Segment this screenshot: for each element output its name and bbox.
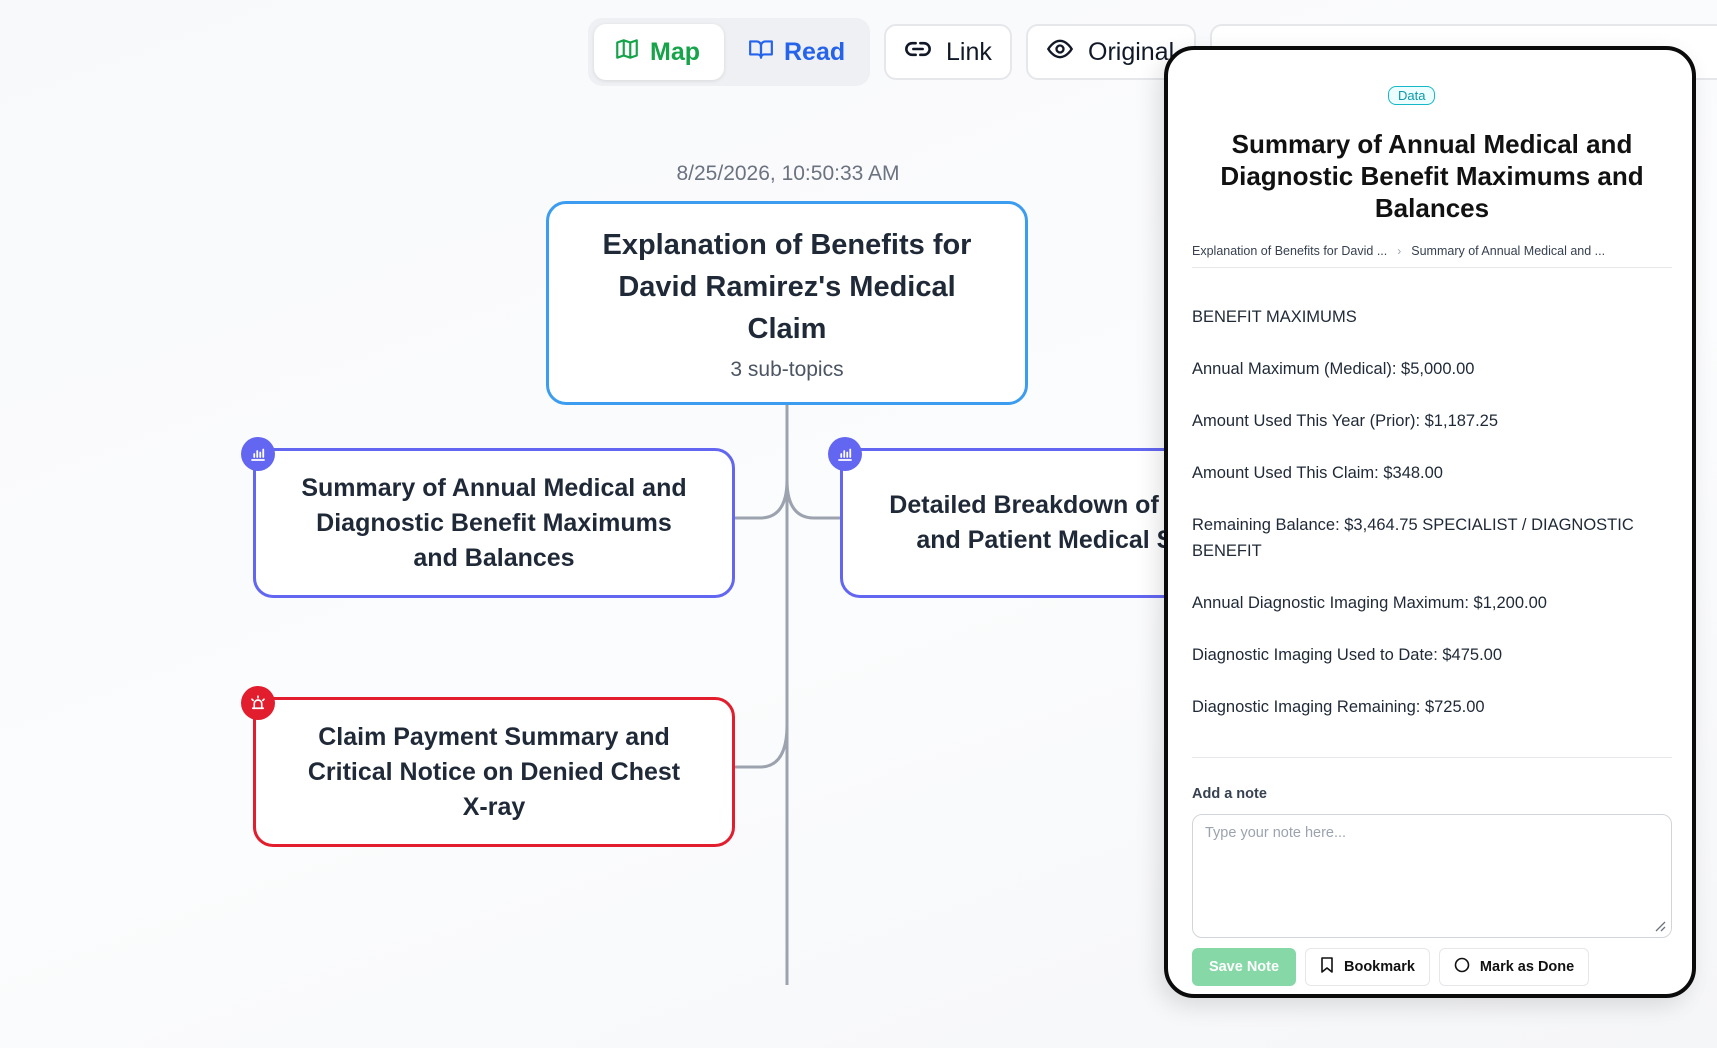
divider xyxy=(1192,757,1672,758)
breadcrumb-item[interactable]: Explanation of Benefits for David ... xyxy=(1192,243,1388,258)
topic-node-benefit-maximums[interactable]: Summary of Annual Medical and Diagnostic… xyxy=(253,448,735,598)
type-badge: Data xyxy=(1388,86,1436,105)
breadcrumb: Explanation of Benefits for David ... › … xyxy=(1192,242,1672,268)
mark-done-label: Mark as Done xyxy=(1479,959,1575,975)
save-note-button[interactable]: Save Note xyxy=(1192,948,1296,986)
root-topic-node[interactable]: Explanation of Benefits for David Ramire… xyxy=(546,201,1028,405)
note-label: Add a note xyxy=(1192,786,1267,802)
book-icon xyxy=(748,36,774,69)
content-line: Amount Used This Year (Prior): $1,187.25 xyxy=(1192,412,1499,430)
bar-chart-icon xyxy=(828,437,862,471)
content-line: Amount Used This Claim: $348.00 xyxy=(1192,464,1443,482)
resize-handle-icon[interactable] xyxy=(1652,918,1666,937)
link-button[interactable]: Link xyxy=(884,24,1012,80)
map-timestamp: 8/25/2026, 10:50:33 AM xyxy=(676,162,900,185)
mark-done-button[interactable]: Mark as Done xyxy=(1438,948,1590,986)
bookmark-label: Bookmark xyxy=(1344,959,1415,975)
map-view-label: Map xyxy=(650,37,700,66)
panel-content: BENEFIT MAXIMUMS Annual Maximum (Medical… xyxy=(1192,304,1662,746)
topic-node-claim-payment[interactable]: Claim Payment Summary and Critical Notic… xyxy=(253,697,735,847)
chevron-right-icon: › xyxy=(1397,243,1402,258)
bookmark-icon xyxy=(1320,957,1334,977)
link-icon xyxy=(904,35,932,70)
content-line: Diagnostic Imaging Used to Date: $475.00 xyxy=(1192,646,1503,664)
content-line: Remaining Balance: $3,464.75 SPECIALIST … xyxy=(1192,516,1634,560)
content-line: Diagnostic Imaging Remaining: $725.00 xyxy=(1192,698,1485,716)
root-subtopic-count: 3 sub-topics xyxy=(730,358,844,381)
topic-title: Claim Payment Summary and Critical Notic… xyxy=(307,722,681,821)
view-mode-switch: Map Read xyxy=(588,18,870,86)
map-view-button[interactable]: Map xyxy=(594,24,724,80)
panel-title: Summary of Annual Medical and Diagnostic… xyxy=(1220,129,1644,223)
root-topic-title: Explanation of Benefits for David Ramire… xyxy=(602,229,972,345)
original-label: Original xyxy=(1088,37,1175,66)
eye-icon xyxy=(1046,35,1074,70)
content-line: BENEFIT MAXIMUMS xyxy=(1192,308,1357,326)
circle-icon xyxy=(1454,957,1470,977)
breadcrumb-item[interactable]: Summary of Annual Medical and ... xyxy=(1411,243,1606,258)
bar-chart-icon xyxy=(241,437,275,471)
topic-title: Summary of Annual Medical and Diagnostic… xyxy=(301,473,687,572)
map-icon xyxy=(614,36,640,69)
read-view-label: Read xyxy=(784,37,846,66)
content-line: Annual Maximum (Medical): $5,000.00 xyxy=(1192,360,1475,378)
bookmark-button[interactable]: Bookmark xyxy=(1305,948,1430,986)
detail-panel: Data Summary of Annual Medical and Diagn… xyxy=(1164,46,1696,998)
read-view-button[interactable]: Read xyxy=(728,24,864,80)
link-label: Link xyxy=(946,37,992,66)
note-actions: Save Note Bookmark Mark as Done xyxy=(1192,948,1590,986)
content-line: Annual Diagnostic Imaging Maximum: $1,20… xyxy=(1192,594,1547,612)
alarm-icon xyxy=(241,686,275,720)
note-textarea[interactable] xyxy=(1192,814,1672,938)
